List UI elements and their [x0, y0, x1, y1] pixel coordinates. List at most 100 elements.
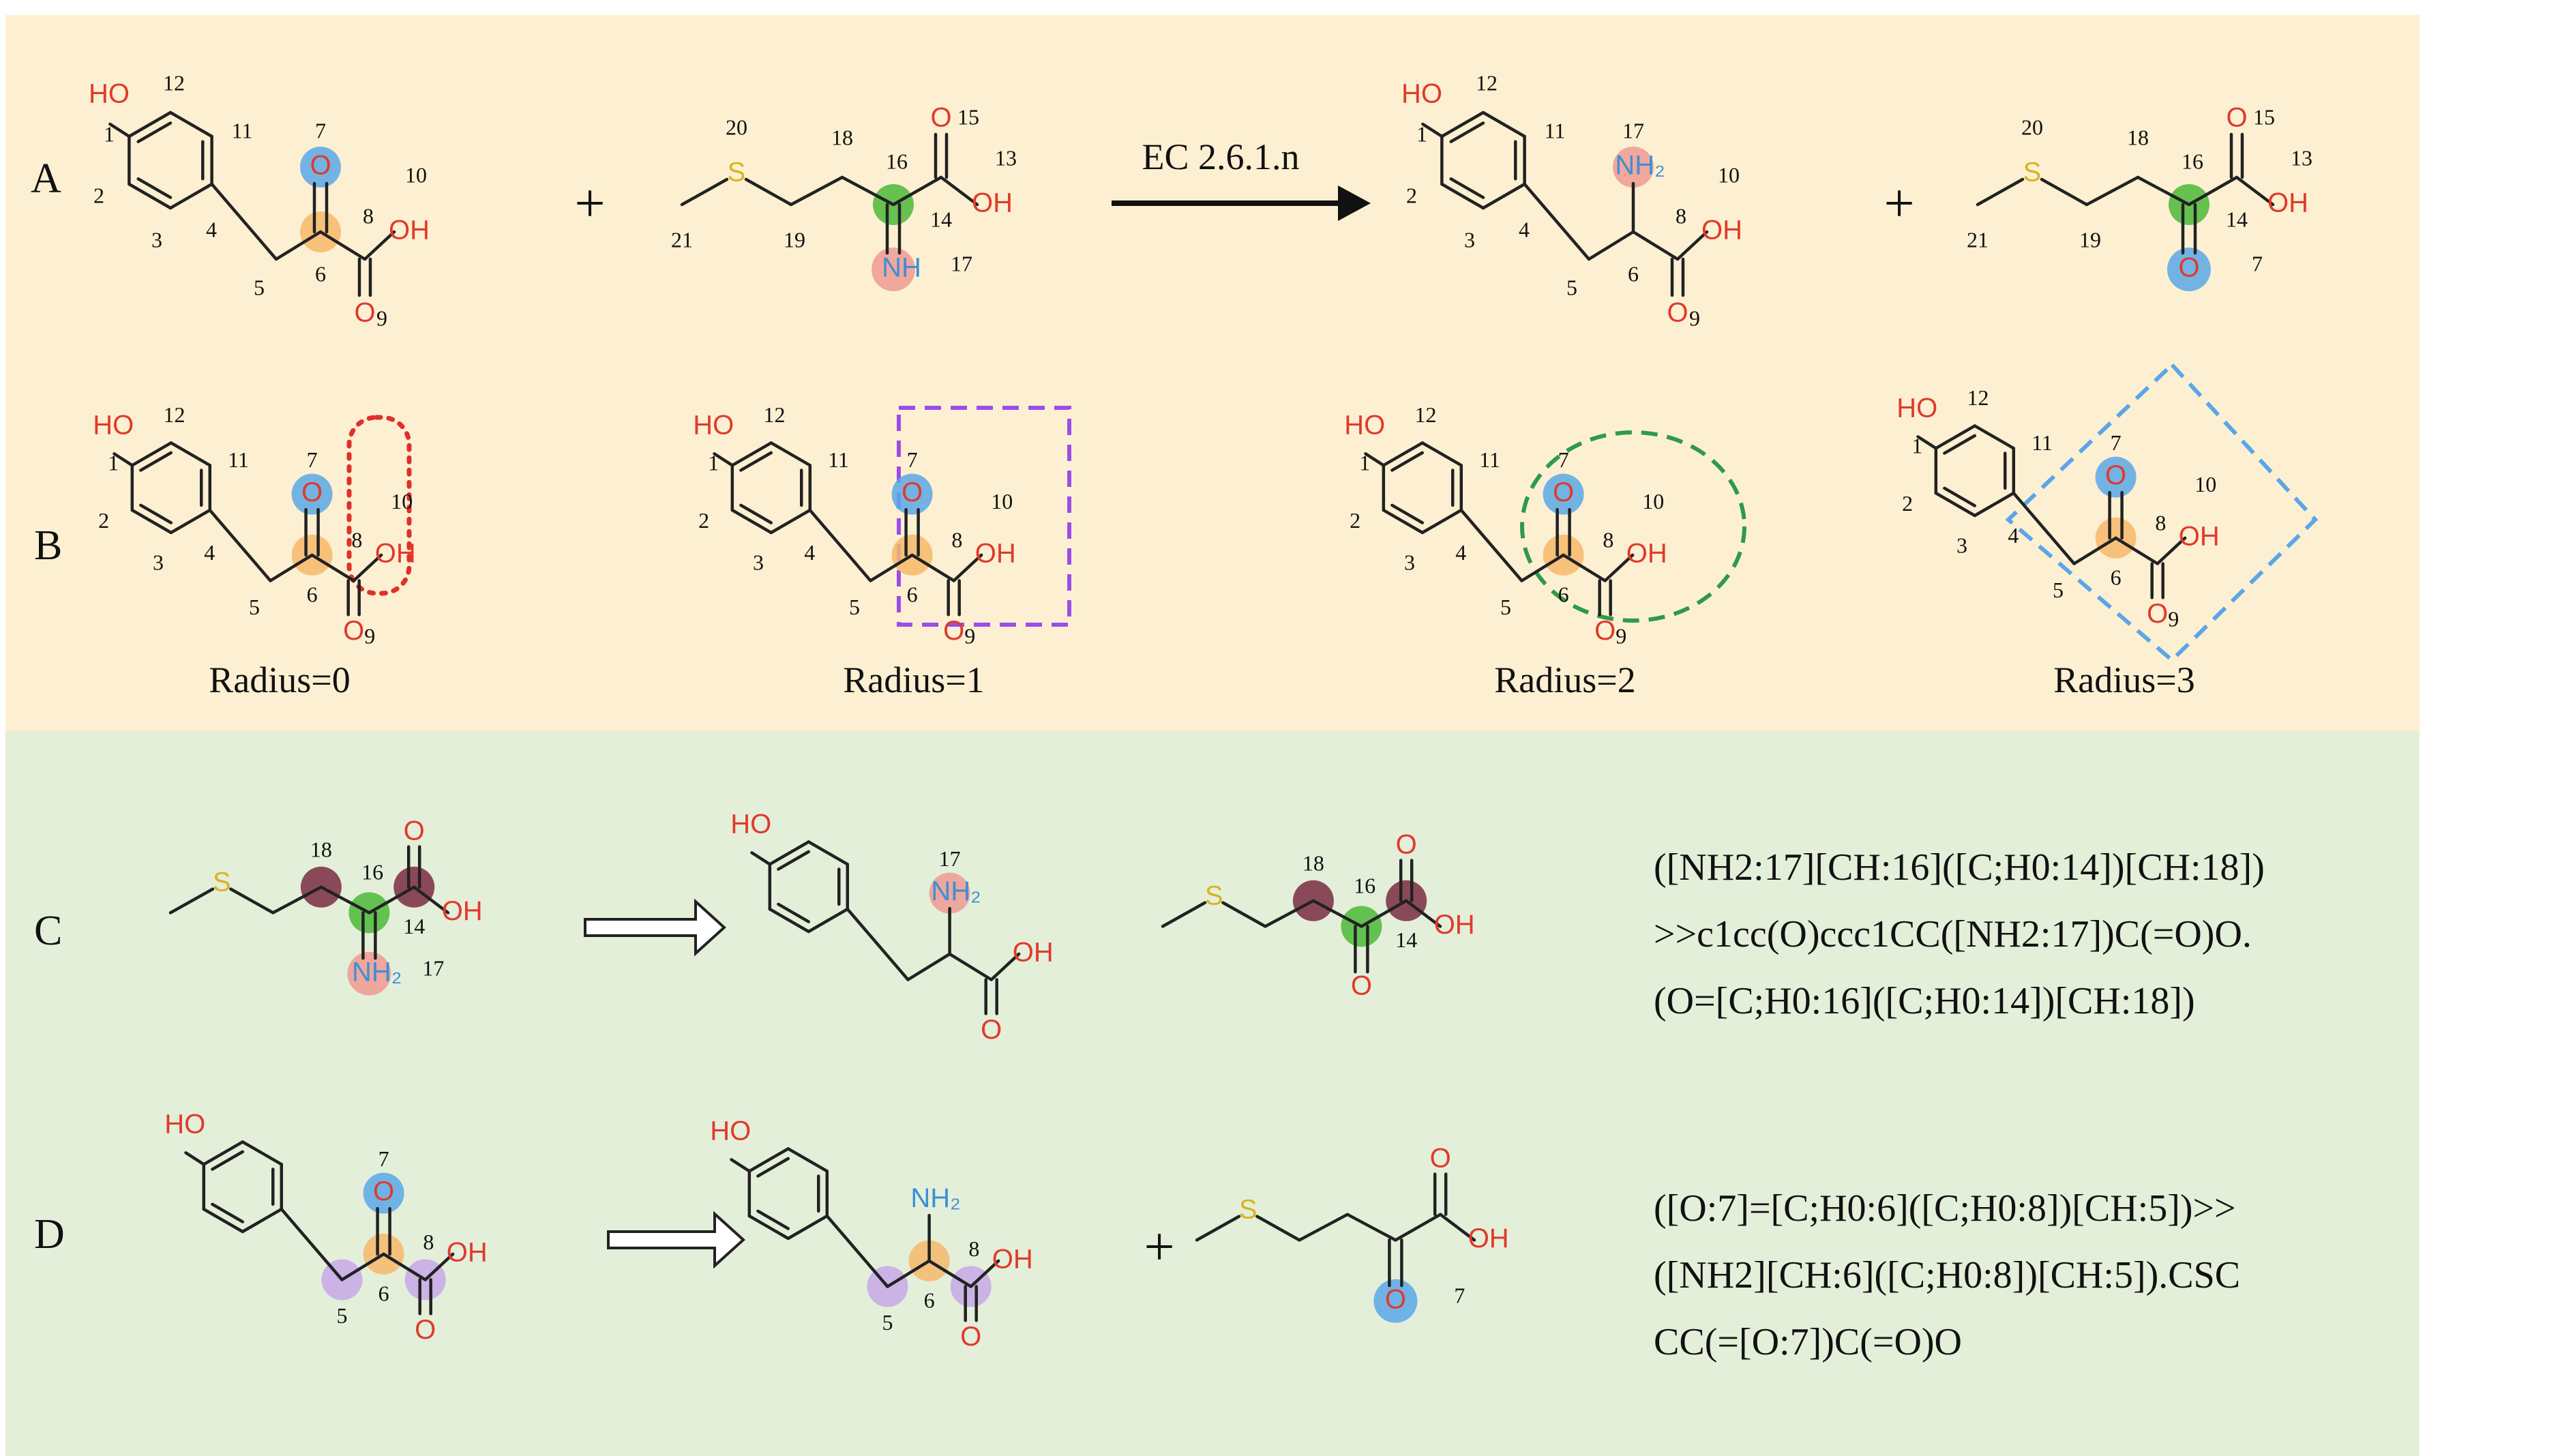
atom-number: 9: [1689, 306, 1700, 330]
atom-number: 9: [1616, 623, 1626, 648]
atom-number: 20: [2021, 115, 2043, 139]
atom-number: 5: [1566, 275, 1577, 299]
atom-number: 10: [391, 489, 413, 514]
bond: [769, 508, 812, 535]
atom-number: 19: [2079, 227, 2101, 252]
atom-number: 2: [1350, 508, 1360, 533]
panel-letter-c: C: [34, 908, 62, 954]
oxygen-label: O: [2147, 599, 2168, 629]
bond: [1943, 434, 1977, 455]
plus-sign-a2: +: [1884, 174, 1914, 234]
bond: [274, 230, 323, 261]
radius-label-3: Radius=3: [2053, 659, 2194, 700]
atom-number: 2: [93, 183, 104, 207]
atom-number: 1: [1911, 434, 1922, 458]
atom-number: 17: [951, 251, 972, 276]
bond: [789, 175, 844, 207]
hydroxyl-label: OH: [1013, 937, 1054, 967]
atom-number: 7: [315, 118, 326, 143]
bond: [680, 177, 729, 207]
bond: [786, 1147, 829, 1173]
bond: [969, 1259, 1000, 1288]
atom-number: 15: [2253, 104, 2275, 129]
atom-number: 6: [924, 1288, 935, 1312]
radius-1-box: [897, 406, 1071, 627]
bond: [319, 885, 371, 915]
bond: [1973, 491, 2016, 518]
oxygen-label: O: [415, 1315, 436, 1345]
bond: [1976, 177, 2025, 207]
atom-number: 8: [968, 1236, 979, 1261]
atom-number: 14: [2226, 207, 2248, 231]
atom-number: 9: [376, 306, 387, 330]
bond: [750, 851, 772, 866]
atom-number: 3: [153, 550, 164, 574]
oxygen-label: O: [343, 616, 364, 646]
bond: [1449, 121, 1485, 143]
hydroxyl-label: OH: [972, 188, 1013, 218]
bond: [777, 902, 811, 923]
hollow-arrow-d: [607, 1210, 745, 1269]
atom-number: 6: [907, 582, 918, 606]
bond: [1420, 441, 1463, 467]
atom-number: 8: [423, 1230, 434, 1254]
bond: [1481, 110, 1526, 138]
amine-label: NH: [882, 253, 921, 283]
bond: [139, 451, 173, 472]
bond: [208, 508, 272, 582]
plus-sign-a1: +: [574, 174, 605, 234]
atom-number: 6: [315, 261, 326, 286]
oxygen-label: O: [310, 151, 331, 181]
bond: [310, 553, 355, 582]
atom-number: 1: [104, 121, 115, 146]
atom-highlight: [347, 951, 391, 996]
atom-number: 12: [164, 402, 185, 427]
atom-number: 12: [1967, 385, 1989, 410]
bond: [1394, 1213, 1442, 1242]
atom-number: 8: [2155, 510, 2166, 535]
reaction-arrowhead: [1338, 185, 1371, 221]
panel-background-top: [5, 15, 2420, 731]
radius-label-1: Radius=1: [843, 659, 984, 700]
atom-number: 5: [2053, 578, 2064, 602]
bond: [1382, 508, 1425, 535]
atom-highlight: [1373, 1279, 1418, 1323]
atom-number: 7: [2111, 430, 2122, 455]
hollow-arrow-c: [584, 898, 726, 957]
oxygen-label: O: [960, 1322, 981, 1352]
bond: [739, 503, 773, 524]
bond: [2136, 175, 2191, 207]
bond: [2114, 536, 2159, 565]
bond: [139, 503, 173, 524]
bond: [1943, 486, 1977, 507]
atom-number: 11: [1479, 447, 1500, 472]
atom-number: 2: [698, 508, 709, 533]
atom-number: 11: [2031, 430, 2053, 455]
panel-letter-b: B: [34, 522, 62, 569]
atom-highlight: [929, 872, 970, 914]
atom-number: 12: [764, 402, 786, 427]
atom-number: 12: [163, 70, 185, 95]
smarts-text-c: ([NH2:17][CH:16]([C;H0:14])[CH:18]) >>c1…: [1654, 846, 2265, 1022]
bond: [1390, 503, 1425, 524]
oxygen-label: O: [930, 103, 951, 133]
bond: [229, 887, 275, 915]
bond: [846, 907, 910, 981]
bond: [1255, 1215, 1301, 1242]
radius-0-box: [346, 415, 412, 596]
bond: [1264, 899, 1315, 928]
bond: [2187, 175, 2239, 207]
atom-number: 3: [753, 550, 764, 574]
atom-number: 12: [1476, 70, 1498, 95]
bond: [169, 441, 212, 467]
bond: [989, 952, 1021, 981]
atom-number: 20: [726, 115, 747, 139]
atom-number: 4: [206, 217, 217, 241]
atom-number: 3: [1404, 550, 1415, 574]
